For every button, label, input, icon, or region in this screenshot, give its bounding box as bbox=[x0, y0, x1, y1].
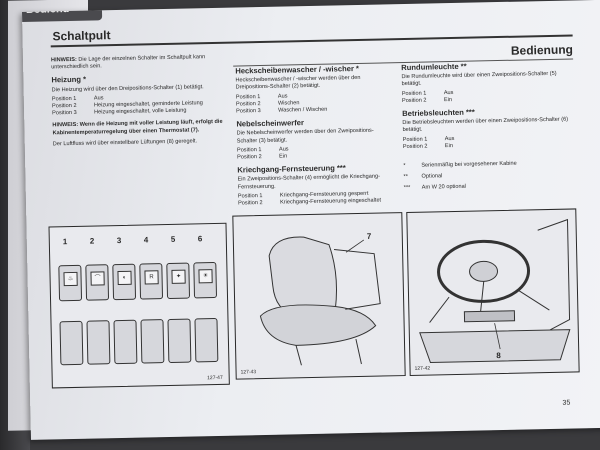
beacon-icon: ✦ bbox=[171, 269, 186, 284]
vent-label: 8 bbox=[496, 351, 501, 361]
blank-switch bbox=[194, 317, 219, 363]
blank-switch bbox=[167, 318, 192, 364]
page-number: 35 bbox=[562, 399, 571, 407]
rear-wiper-switch: ⌒ bbox=[85, 264, 110, 301]
blank-switch bbox=[86, 320, 111, 365]
dashboard-illustration bbox=[419, 218, 571, 364]
heizung-heading: Heizung * bbox=[51, 75, 87, 85]
nebel-intro: Die Nebelscheinwerfer werden über den Zw… bbox=[236, 128, 374, 145]
work-light-icon: ☀ bbox=[198, 269, 213, 284]
heater-icon: ♨ bbox=[63, 271, 78, 287]
switch-label: 6 bbox=[197, 234, 203, 244]
work-light-switch: ☀ bbox=[193, 261, 218, 299]
heater-switch: ♨ bbox=[58, 264, 83, 302]
kriech-intro: Ein Zweipositions-Schalter (4) ermöglich… bbox=[237, 173, 381, 191]
manual-page: Bedienu Schaltpult Bedienung HINWEIS: Di… bbox=[22, 0, 600, 440]
blank-switch bbox=[113, 319, 138, 365]
figure-number: 127-42 bbox=[414, 365, 431, 372]
header-rule bbox=[50, 34, 573, 48]
hinweis-block: HINWEIS: Die Lage der einzelnen Schalter… bbox=[51, 54, 226, 72]
hinweis2-text: Wenn die Heizung mit voller Leistung läu… bbox=[52, 119, 223, 137]
rund-heading: Rundumleuchte ** bbox=[401, 61, 467, 73]
hinweis2-block: HINWEIS: Wenn die Heizung mit voller Lei… bbox=[52, 119, 227, 137]
creep-switch: R bbox=[139, 263, 164, 300]
switch-label: 1 bbox=[62, 237, 68, 247]
wiper-icon: ⌒ bbox=[90, 271, 105, 286]
blank-switch bbox=[59, 320, 84, 366]
column-right: Rundumleuchte ** Die Rundumleuchte wird … bbox=[401, 61, 574, 197]
luftfluss-text: Der Luftfluss wird über einstellbare Lüf… bbox=[52, 138, 198, 148]
creep-icon: R bbox=[144, 270, 159, 285]
figure-switch-panel: 1 2 3 4 5 6 ♨ ⌒ ◐ R ✦ ☀ 127-47 bbox=[48, 222, 230, 389]
fog-light-switch: ◐ bbox=[112, 263, 137, 301]
switch-label: 2 bbox=[89, 236, 95, 246]
heck-intro: Heckscheibenwascher / -wischer werden üb… bbox=[235, 75, 361, 91]
switch-label: 3 bbox=[116, 235, 122, 246]
footnotes: *Serienmäßig bei vorgesehener Kabine **O… bbox=[403, 160, 574, 193]
page-title-right: Bedienung bbox=[510, 42, 574, 58]
thermostat-label: 7 bbox=[366, 231, 372, 241]
page-title-left: Schaltpult bbox=[52, 28, 111, 44]
hinweis2-label: HINWEIS: bbox=[52, 122, 79, 129]
fog-light-icon: ◐ bbox=[117, 270, 132, 286]
figure-seat: 7 127-43 bbox=[232, 212, 406, 380]
rund-intro: Die Rundumleuchte wird über einen Zweipo… bbox=[401, 71, 557, 88]
beacon-switch: ✦ bbox=[166, 262, 191, 300]
footnote: **Optional bbox=[403, 173, 443, 181]
switch-label: 4 bbox=[143, 235, 149, 245]
column-middle: Heckscheibenwascher / -wischer * Hecksch… bbox=[235, 64, 388, 207]
blank-switch bbox=[140, 319, 165, 364]
hinweis-label: HINWEIS: bbox=[50, 56, 77, 64]
footnote: ***Am W 20 optional bbox=[403, 184, 466, 192]
figure-dashboard: 8 127-42 bbox=[406, 208, 580, 376]
figure-number: 127-47 bbox=[207, 374, 223, 382]
kriech-heading: Kriechgang-Fernsteuerung *** bbox=[237, 163, 346, 175]
betr-heading: Betriebsleuchten *** bbox=[402, 107, 475, 119]
seat-illustration bbox=[259, 236, 381, 366]
betr-intro: Die Betriebsleuchten werden über einen Z… bbox=[402, 116, 569, 134]
nebel-heading: Nebelscheinwerfer bbox=[236, 118, 305, 129]
figure-number: 127-43 bbox=[240, 369, 257, 376]
footnote: *Serienmäßig bei vorgesehener Kabine bbox=[403, 160, 517, 170]
heck-heading: Heckscheibenwascher / -wischer * bbox=[235, 63, 360, 76]
switch-label: 5 bbox=[170, 234, 176, 244]
column-left: HINWEIS: Die Lage der einzelnen Schalter… bbox=[51, 52, 228, 151]
